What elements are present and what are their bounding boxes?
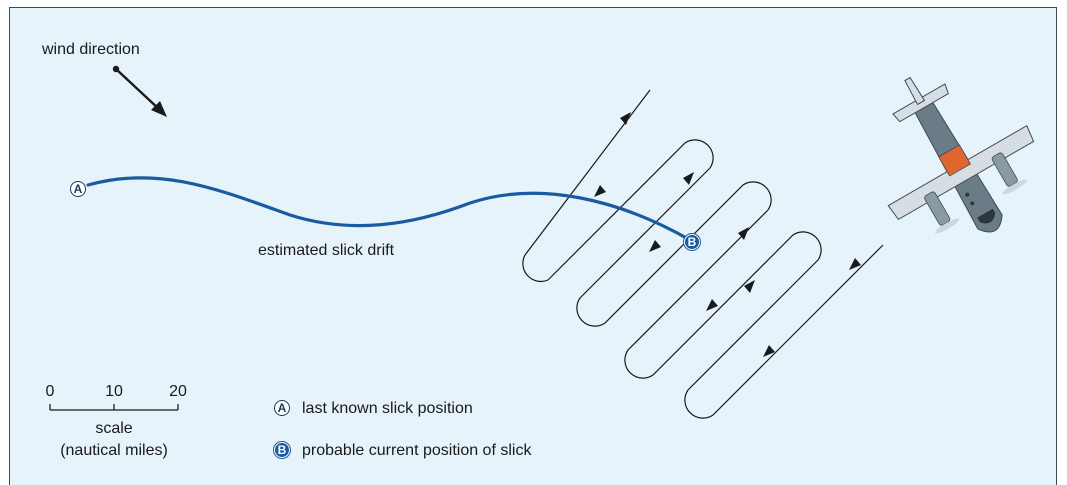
legend-text-a: last known slick position: [302, 400, 473, 417]
legend-badge-a: A: [274, 400, 290, 416]
search-leg-5: [522, 89, 651, 283]
search-leg-2: [624, 209, 822, 379]
scale-title: scale: [95, 420, 133, 437]
wind-arrow-icon: [112, 65, 167, 117]
aircraft-icon: [887, 76, 1035, 234]
legend-badge-b: B: [274, 442, 290, 458]
scale-tick-10: 10: [105, 383, 123, 400]
legend-text-b: probable current position of slick: [302, 442, 532, 459]
search-track: [522, 89, 884, 419]
slick-drift-line: [86, 176, 692, 242]
point-a-marker: A: [70, 181, 86, 197]
search-leg-entry: [764, 244, 884, 364]
scale-tick-0: 0: [45, 383, 55, 400]
wind-direction-label: wind direction: [42, 41, 140, 58]
point-b-marker: B: [684, 234, 700, 250]
slick-drift-label: estimated slick drift: [258, 242, 395, 259]
search-leg-4: [547, 139, 714, 281]
search-direction-arrows: [594, 112, 861, 357]
scale-bar: [49, 404, 179, 411]
scale-unit: (nautical miles): [60, 442, 168, 459]
scale-tick-20: 20: [169, 383, 187, 400]
search-leg-3: [576, 167, 772, 327]
search-leg-1: [684, 279, 799, 419]
